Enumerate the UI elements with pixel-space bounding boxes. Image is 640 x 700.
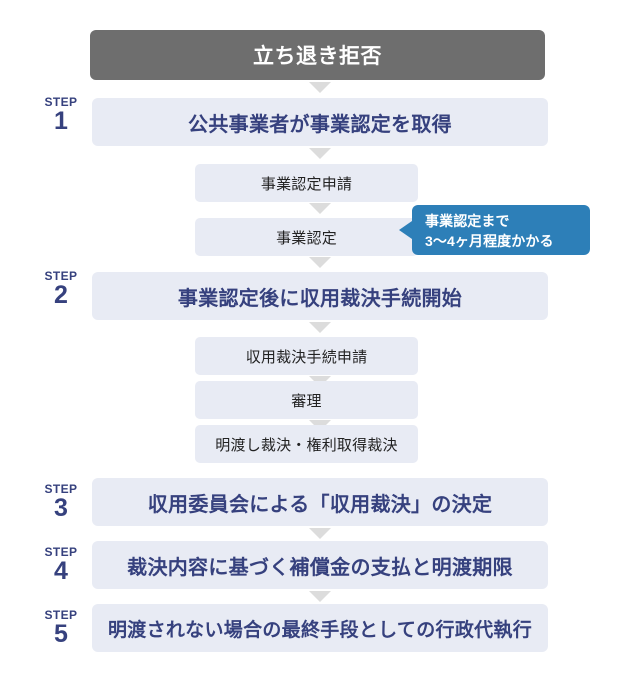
step-box-2: 事業認定後に収用裁決手続開始 (92, 272, 548, 320)
step-badge-5: STEP 5 (30, 609, 92, 647)
step-label-number-2: 2 (54, 281, 68, 309)
sub-box-expropriation-procedure-application: 収用裁決手続申請 (195, 337, 418, 375)
step-label-word-2: STEP (44, 269, 78, 283)
connector-arrow-step1-to-application (309, 148, 331, 159)
step-label-word-1: STEP (44, 95, 78, 109)
step-label-word-3: STEP (44, 482, 78, 496)
connector-arrow-step3-to-step4 (309, 528, 331, 539)
step-box-label-1: 公共事業者が事業認定を取得 (188, 113, 452, 136)
step-box-4: 裁決内容に基づく補償金の支払と明渡期限 (92, 541, 548, 589)
sub-box-label-3: 収用裁決手続申請 (245, 348, 368, 366)
step-box-label-3: 収用委員会による「収用裁決」の決定 (147, 493, 493, 516)
step-label-number-3: 3 (54, 494, 68, 522)
step-box-label-4: 裁決内容に基づく補償金の支払と明渡期限 (127, 556, 513, 579)
connector-arrow-header-to-step1 (309, 82, 331, 93)
step-label-number-5: 5 (54, 620, 68, 648)
connector-arrow-step2-to-adjudication-application (309, 322, 331, 333)
step-badge-3: STEP 3 (30, 483, 92, 521)
sub-box-label-5: 明渡し裁決・権利取得裁決 (215, 436, 398, 454)
header-box-label: 立ち退き拒否 (253, 45, 382, 68)
sub-box-business-approval-application: 事業認定申請 (195, 164, 418, 202)
callout-pointer-icon (399, 221, 412, 239)
sub-box-label-1: 事業認定申請 (260, 175, 353, 193)
connector-arrow-step4-to-step5 (309, 591, 331, 602)
step-badge-2: STEP 2 (30, 270, 92, 308)
sub-box-business-approval: 事業認定 (195, 218, 418, 256)
step-badge-4: STEP 4 (30, 546, 92, 584)
connector-arrow-application-to-approval (309, 203, 331, 214)
step-label-word-4: STEP (44, 545, 78, 559)
callout-line-2: 3〜4ヶ月程度かかる (425, 232, 554, 249)
step-box-5: 明渡されない場合の最終手段としての行政代執行 (92, 604, 548, 652)
header-box-refusal-to-vacate: 立ち退き拒否 (90, 30, 545, 80)
callout-approval-duration: 事業認定まで 3〜4ヶ月程度かかる (412, 205, 590, 255)
step-box-1: 公共事業者が事業認定を取得 (92, 98, 548, 146)
step-badge-1: STEP 1 (30, 96, 92, 134)
step-label-word-5: STEP (44, 608, 78, 622)
step-box-label-2: 事業認定後に収用裁決手続開始 (177, 287, 463, 310)
connector-arrow-approval-to-step2 (309, 257, 331, 268)
sub-box-label-4: 審理 (291, 392, 322, 410)
sub-box-eviction-and-rights-acquisition-ruling: 明渡し裁決・権利取得裁決 (195, 425, 418, 463)
sub-box-hearing: 審理 (195, 381, 418, 419)
callout-line-1: 事業認定まで (425, 213, 510, 229)
step-label-number-4: 4 (54, 557, 68, 585)
step-box-label-5: 明渡されない場合の最終手段としての行政代執行 (107, 619, 533, 641)
sub-box-label-2: 事業認定 (276, 229, 337, 247)
step-box-3: 収用委員会による「収用裁決」の決定 (92, 478, 548, 526)
step-label-number-1: 1 (54, 107, 68, 135)
